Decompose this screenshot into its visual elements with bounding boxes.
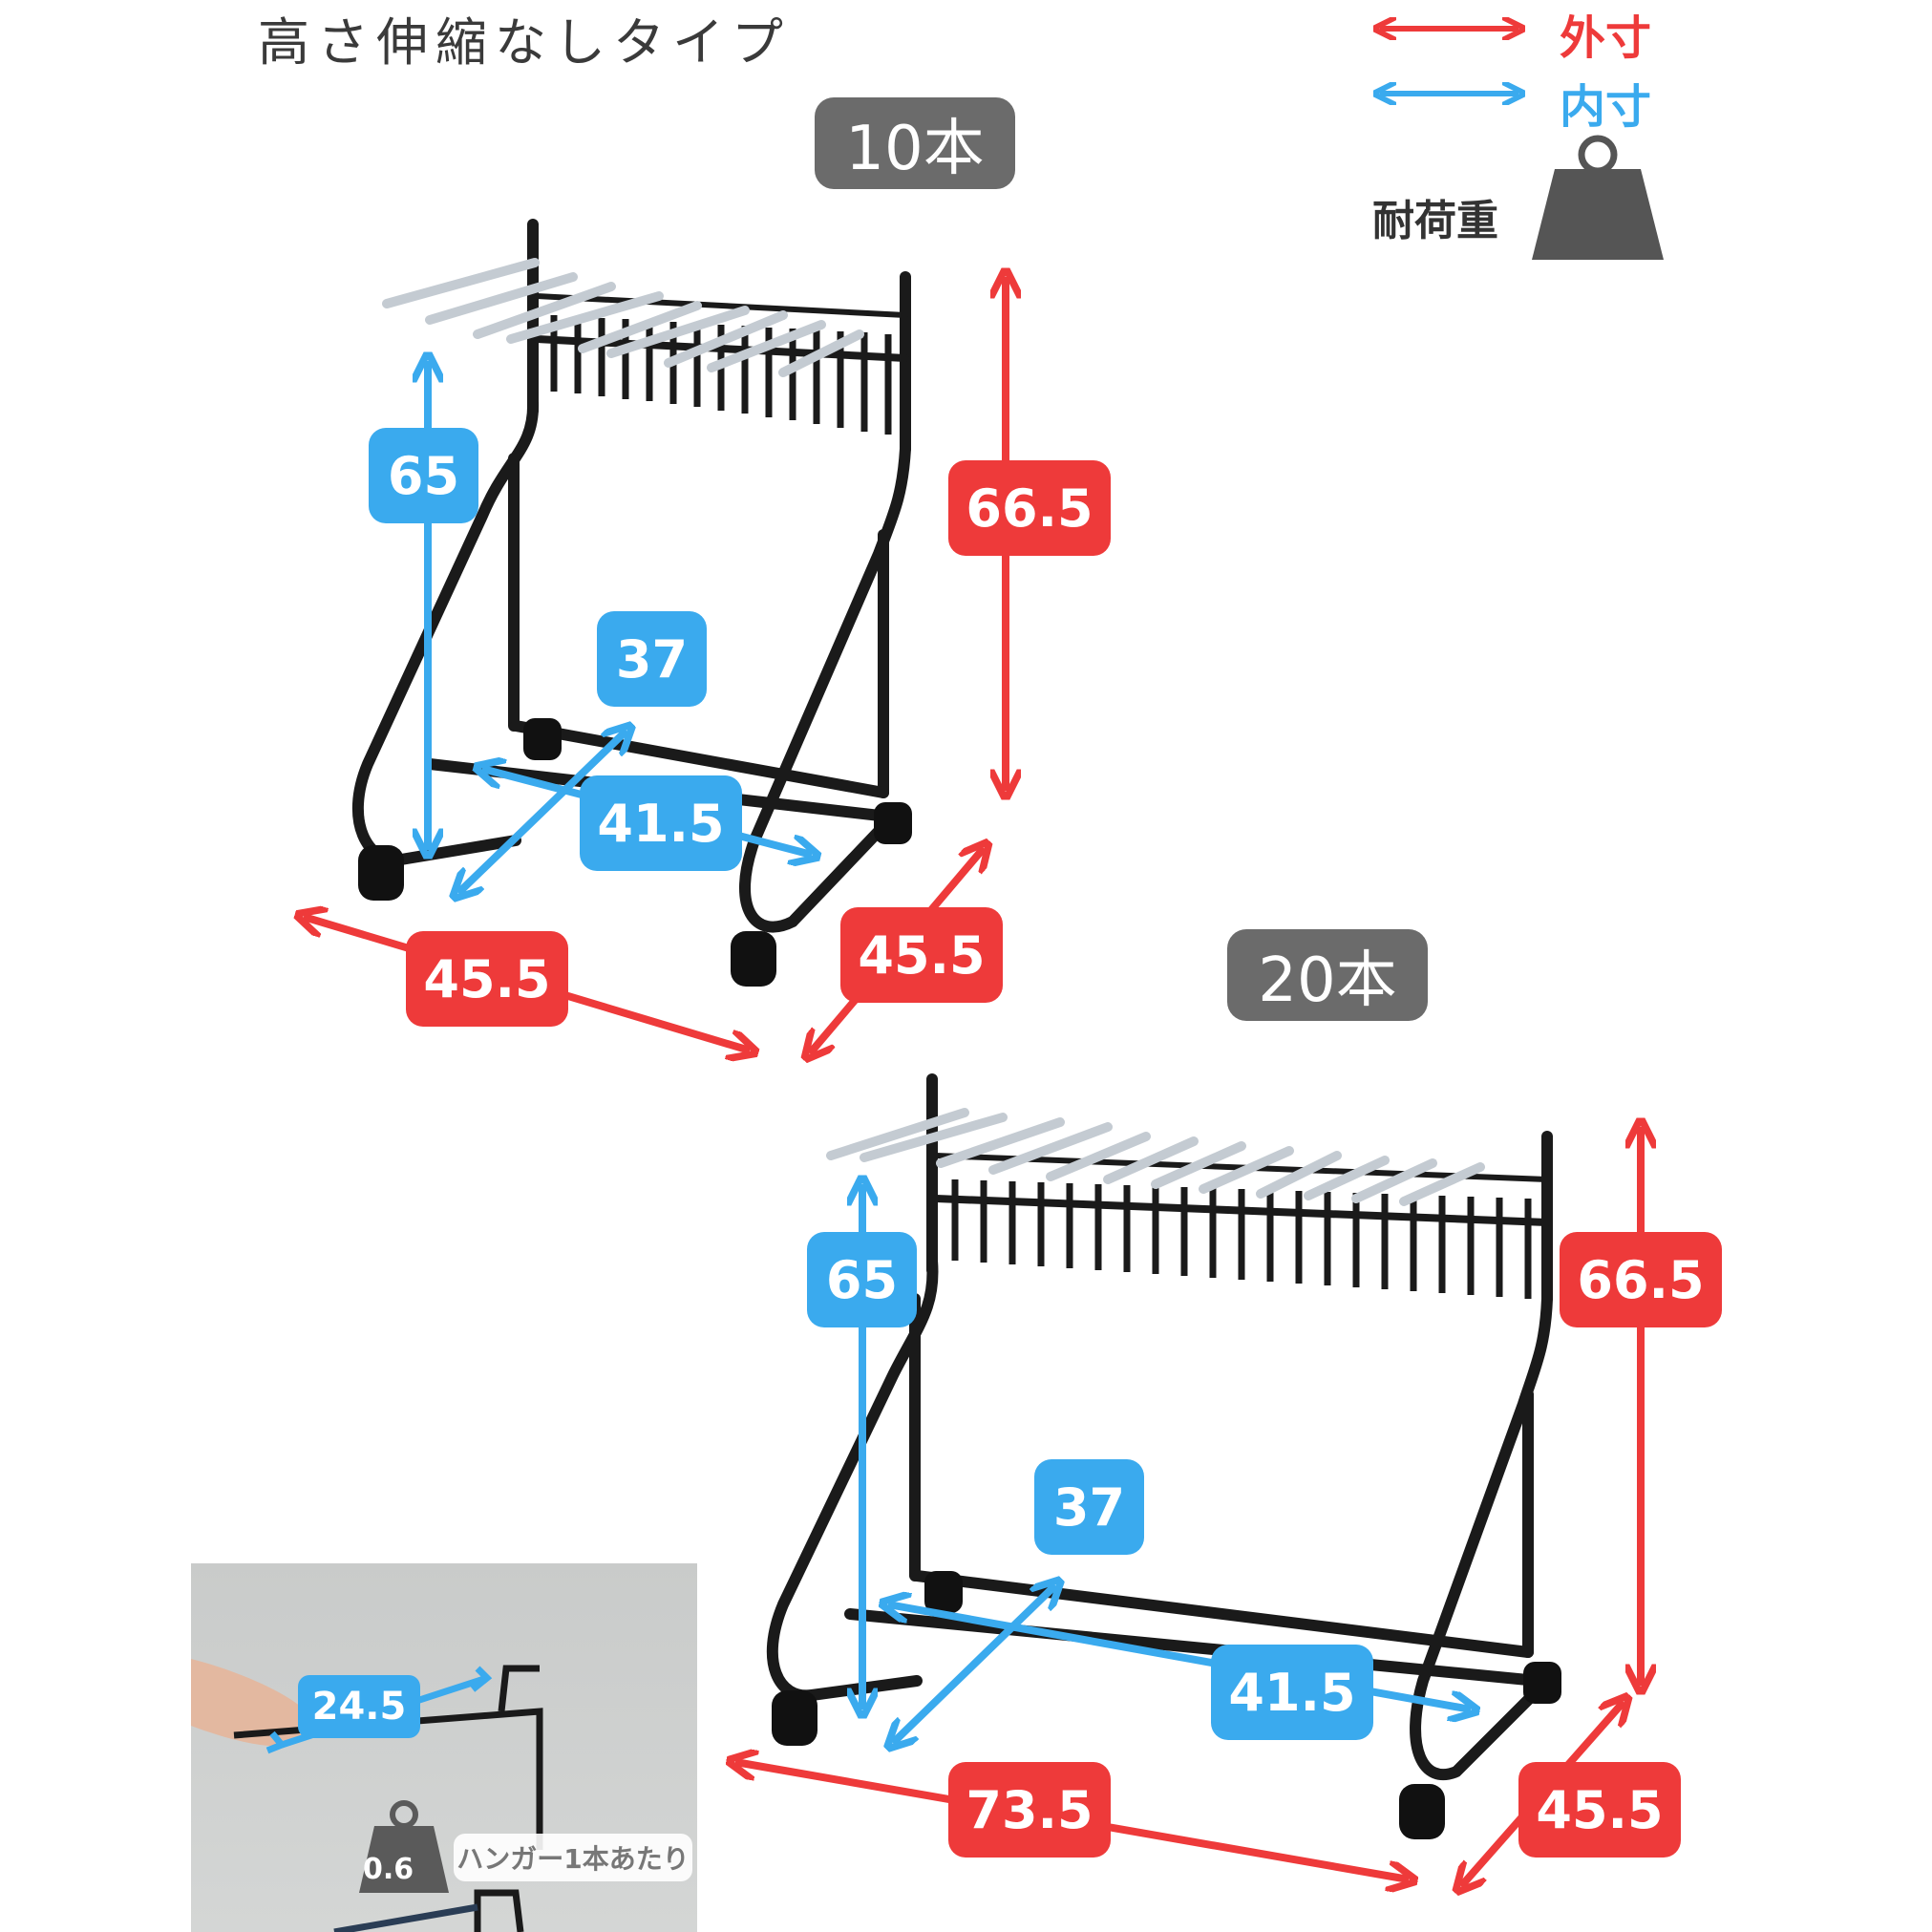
hanger-load-note: ハンガー1本あたり <box>454 1834 692 1881</box>
rack10-outer-height: 66.5 <box>948 460 1111 556</box>
hand-shape <box>191 1659 309 1747</box>
rack10-inner-width: 41.5 <box>580 775 742 871</box>
rack20-grille <box>951 1179 1532 1299</box>
weight-icon <box>1532 135 1664 260</box>
rack10-outer-depth: 45.5 <box>840 907 1003 1003</box>
rack20-hangers <box>826 1108 1485 1206</box>
hanger-length: 24.5 <box>298 1675 420 1738</box>
rack10-inner-height: 65 <box>369 428 478 523</box>
rack10-inner-depth: 37 <box>597 611 707 707</box>
legend-load-label: 耐荷重 <box>1372 197 1498 245</box>
rack20-outer-width: 73.5 <box>948 1762 1111 1858</box>
rack20-inner-depth: 37 <box>1034 1459 1144 1555</box>
rack10-outer-width: 45.5 <box>406 931 568 1027</box>
rack20-inner-height: 65 <box>807 1232 917 1327</box>
hanger-inset-drawing <box>191 1659 543 1932</box>
rack20-label: 20本 <box>1227 929 1428 1021</box>
rack10-label: 10本 <box>815 97 1015 189</box>
rack20-outer-depth: 45.5 <box>1518 1762 1681 1858</box>
rack20-inner-width-arrow <box>888 1604 1471 1709</box>
legend-inner-label: 内寸 <box>1560 80 1652 134</box>
legend-outer-label: 外寸 <box>1560 11 1652 65</box>
page-title: 高さ伸縮なしタイプ <box>258 12 791 73</box>
rack20-inner-width: 41.5 <box>1211 1645 1373 1740</box>
hanger-weight-icon <box>359 1800 449 1893</box>
rack10-hangers <box>382 258 864 377</box>
rack10-grille <box>550 315 892 435</box>
hanger-load: 0.6 <box>363 1853 414 1886</box>
hanger-inset-photo: 24.5 0.6 ハンガー1本あたり <box>191 1563 697 1932</box>
rack20-outer-height: 66.5 <box>1560 1232 1722 1327</box>
